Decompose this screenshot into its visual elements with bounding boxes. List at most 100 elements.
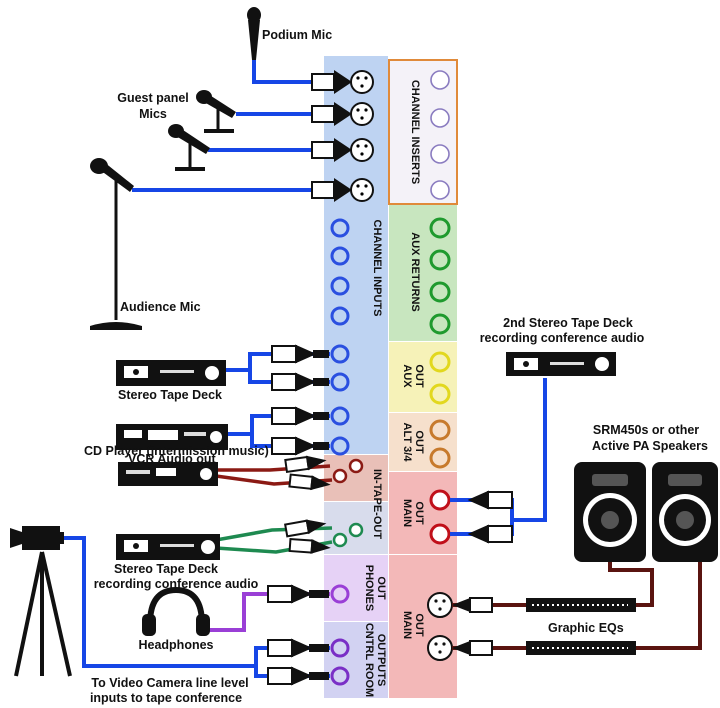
video-camera-label-2: inputs to tape conference xyxy=(90,691,242,705)
rca-plug xyxy=(288,473,331,491)
tape-deck-2-label: 2nd Stereo Tape Deck xyxy=(503,316,633,330)
aux-return-jack xyxy=(429,313,451,335)
jack-plugs xyxy=(267,344,513,686)
graphic-eq-device xyxy=(526,598,636,612)
xlr-plug xyxy=(311,138,374,162)
podium-mic-cable xyxy=(252,60,330,84)
alt-out-jack xyxy=(429,447,451,469)
guest-panel-label: Guest panel xyxy=(117,91,189,105)
pa-speaker-icon xyxy=(652,462,718,562)
line-input-jack xyxy=(330,436,350,456)
speakers-label: SRM450s or other xyxy=(593,423,699,437)
channel-inserts-label: CHANNEL INSERTS xyxy=(409,80,421,184)
tape-out-jack xyxy=(348,522,364,538)
insert-jacks xyxy=(430,70,450,200)
insert-jack xyxy=(430,180,450,200)
rca-plug xyxy=(288,537,331,554)
audience-mic-label: Audience Mic xyxy=(120,300,201,314)
jack-plug xyxy=(267,584,329,604)
insert-jack xyxy=(430,108,450,128)
control-room-panel xyxy=(324,622,388,698)
aux-return-jacks xyxy=(429,217,451,335)
alt-out-jack xyxy=(429,419,451,441)
xlr-plugs xyxy=(311,70,493,656)
xlr-plug xyxy=(311,178,374,202)
line-input-jack xyxy=(330,406,350,426)
main-out-upper-label-2: OUT xyxy=(413,501,425,525)
phones-jack xyxy=(330,584,350,604)
phones-label-1: PHONES xyxy=(363,565,375,611)
tape-deck-2-label-2: recording conference audio xyxy=(480,331,645,345)
rca-plug xyxy=(284,455,327,474)
main-out-lower-panel xyxy=(389,555,457,698)
graphic-eqs-label: Graphic EQs xyxy=(548,621,624,635)
line-input-jack xyxy=(330,344,350,364)
tape-jacks xyxy=(332,458,364,548)
guest-mic-icon xyxy=(196,90,236,133)
podium-mic-icon xyxy=(247,7,261,60)
line-input-jack xyxy=(330,306,350,326)
tape-recorder-device xyxy=(116,534,220,560)
channel-line-jacks xyxy=(330,218,350,686)
aux-return-jack xyxy=(429,249,451,271)
tape-in-jack xyxy=(348,458,364,474)
xlr-plug-out xyxy=(452,597,493,613)
aux-returns-label: AUX RETURNS xyxy=(409,232,421,311)
main-out-upper-label-1: MAIN xyxy=(401,499,413,527)
channel-inputs-label: CHANNEL INPUTS xyxy=(371,220,383,317)
tape-deck-label: Stereo Tape Deck xyxy=(118,388,222,402)
tape2-cable xyxy=(450,378,547,536)
cd-player-device xyxy=(118,462,218,486)
vcr-label: VCR Audio out xyxy=(128,452,217,466)
aux-return-jack xyxy=(429,281,451,303)
main-out-lower-label-2: OUT xyxy=(413,613,425,637)
tape-deck-2-device xyxy=(506,352,616,376)
video-camera-icon xyxy=(10,526,72,677)
jack-plug xyxy=(267,666,329,686)
xlr-plug xyxy=(311,70,374,94)
aux-out-jack xyxy=(429,383,451,405)
section-labels: CHANNEL INSERTS CHANNEL INPUTS AUX RETUR… xyxy=(363,80,425,697)
alt-out-label-2: OUT xyxy=(413,430,425,454)
aux-out-label-2: OUT xyxy=(413,364,425,388)
line-input-jack xyxy=(330,372,350,392)
in-tape-out-label: IN-TAPE-OUT xyxy=(371,469,383,539)
jack-plug-out xyxy=(467,490,513,510)
alt-out-jacks xyxy=(429,419,451,469)
jack-plug xyxy=(271,436,329,456)
line-cables xyxy=(64,352,547,678)
jack-plug xyxy=(271,372,329,392)
device-labels: Podium Mic Guest panel Mics Audience Mic… xyxy=(84,28,708,705)
audience-mic-icon xyxy=(90,158,142,330)
main-out-jack xyxy=(429,489,451,511)
alt-out-label-1: ALT 3/4 xyxy=(401,423,413,463)
headphones-label: Headphones xyxy=(138,638,213,652)
tape-recorder-label-2: recording conference audio xyxy=(94,577,259,591)
tape-recorder-label: Stereo Tape Deck xyxy=(114,562,218,576)
xlr-plug xyxy=(311,102,374,126)
aux-out-label-1: AUX xyxy=(401,364,413,388)
podium-mic-label: Podium Mic xyxy=(262,28,332,42)
video-camera-label: To Video Camera line level xyxy=(91,676,248,690)
vcr-device xyxy=(116,424,228,450)
pa-speaker-icon xyxy=(574,462,646,562)
phones-label-2: OUT xyxy=(375,576,387,600)
jack-plug-out xyxy=(467,524,513,544)
tape-in-jack xyxy=(332,468,348,484)
aux-out-jacks xyxy=(429,351,451,405)
control-room-label-1: CNTRL ROOM xyxy=(363,623,375,697)
line-input-jack xyxy=(330,218,350,238)
control-room-label-2: OUTPUTS xyxy=(375,634,387,687)
jack-plug xyxy=(271,406,329,426)
headphones-icon xyxy=(142,586,210,636)
main-out-xlr-jack xyxy=(427,592,453,618)
cd-player-label: CD Player (intermission music) xyxy=(84,444,269,458)
main-out-rca-jacks xyxy=(429,489,451,545)
main-out-lower-label-1: MAIN xyxy=(401,611,413,639)
stereo-tape-deck-device xyxy=(116,360,226,386)
insert-jack xyxy=(430,70,450,90)
aux-return-jack xyxy=(429,217,451,239)
guest-mic-icon xyxy=(168,124,210,171)
jack-plug xyxy=(271,344,329,364)
rca-plugs xyxy=(284,455,331,554)
